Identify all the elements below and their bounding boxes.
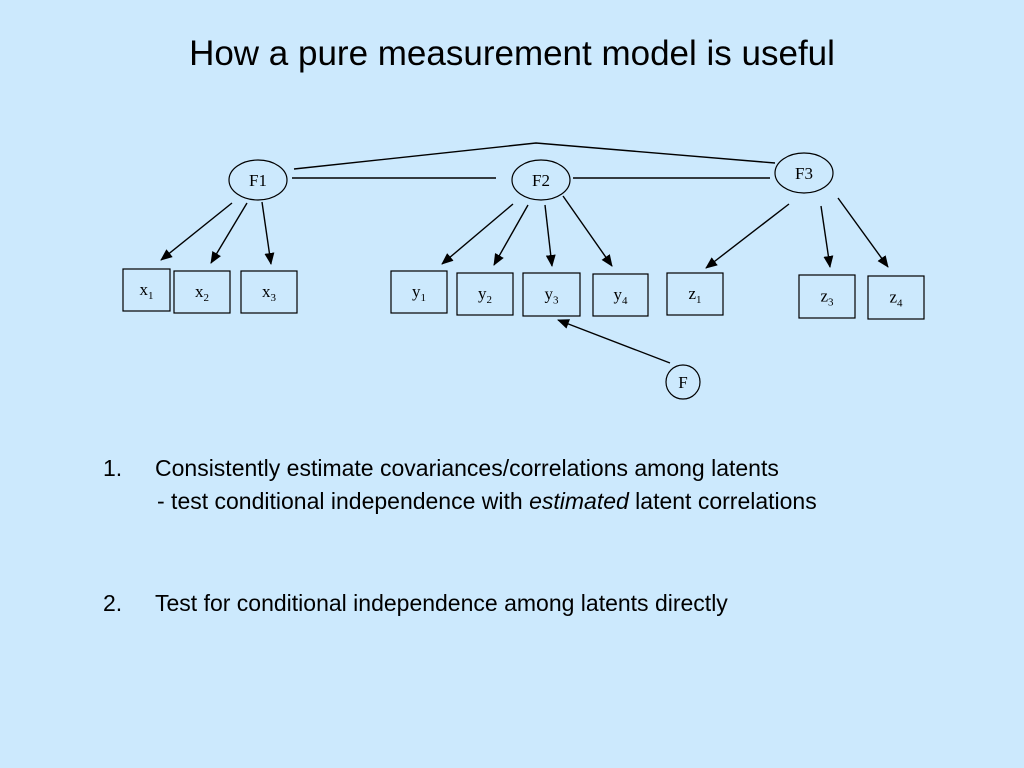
indicator-label-x2: x2 bbox=[195, 282, 209, 304]
indicator-box-x2 bbox=[173, 270, 231, 314]
bullet-list: 1. Consistently estimate covariances/cor… bbox=[103, 452, 1003, 620]
latent-ellipse-f bbox=[665, 364, 701, 400]
indicator-box-y1 bbox=[390, 270, 448, 314]
latent-ellipse-f1 bbox=[228, 159, 288, 201]
edge-f1-x2 bbox=[210, 202, 248, 264]
latent-label-f: F bbox=[678, 373, 687, 392]
latent-ellipse-f2 bbox=[511, 159, 571, 201]
indicator-node-y2: y2 bbox=[456, 272, 514, 316]
indicator-box-y4 bbox=[592, 273, 649, 317]
edge-f-y3 bbox=[557, 319, 671, 364]
indicator-box-y3 bbox=[522, 272, 581, 317]
latent-node-f: F bbox=[665, 364, 701, 400]
indicator-label-z1: z1 bbox=[688, 284, 701, 306]
slide-title: How a pure measurement model is useful bbox=[189, 34, 835, 73]
indicator-label-y3: y3 bbox=[545, 285, 560, 307]
indicator-label-z4: z4 bbox=[889, 288, 903, 310]
indicator-label-z3: z3 bbox=[820, 287, 834, 309]
latent-node-f1: F1 bbox=[228, 159, 288, 201]
edge-f1-x1 bbox=[160, 202, 233, 261]
edge-f3-z3 bbox=[820, 205, 834, 268]
latent-ellipse-f3 bbox=[774, 152, 834, 194]
indicator-node-y4: y4 bbox=[592, 273, 649, 317]
point-2-number: 2. bbox=[103, 590, 123, 616]
point-2-line-1: Test for conditional independence among … bbox=[155, 590, 728, 616]
indicator-box-z4 bbox=[867, 275, 925, 320]
indicator-box-x1 bbox=[122, 268, 171, 312]
edge-f2-y2 bbox=[493, 204, 529, 266]
point-1-line-2: - test conditional independence with est… bbox=[155, 485, 1003, 518]
point-2: 2. Test for conditional independence amo… bbox=[103, 587, 1003, 620]
indicator-node-z1: z1 bbox=[666, 272, 724, 316]
indicator-box-x3 bbox=[240, 270, 298, 314]
correlation-f1-f3 bbox=[293, 142, 776, 170]
edge-f2-y3 bbox=[544, 204, 556, 267]
latent-node-f2: F2 bbox=[511, 159, 571, 201]
point-1-line-1: Consistently estimate covariances/correl… bbox=[155, 455, 779, 481]
point-1-line-2-prefix: - test conditional independence with bbox=[157, 488, 530, 514]
latent-node-f3: F3 bbox=[774, 152, 834, 194]
indicator-node-y3: y3 bbox=[522, 272, 581, 317]
latent-label-f2: F2 bbox=[532, 171, 550, 190]
point-1: 1. Consistently estimate covariances/cor… bbox=[103, 452, 1003, 518]
edge-f2-y1 bbox=[441, 203, 514, 265]
point-1-number: 1. bbox=[103, 455, 123, 481]
indicator-label-x3: x3 bbox=[262, 282, 277, 304]
point-1-emphasis: estimated bbox=[529, 488, 629, 514]
indicator-box-z3 bbox=[798, 274, 856, 319]
edge-f1-x3 bbox=[261, 201, 275, 265]
indicator-node-x3: x3 bbox=[240, 270, 298, 314]
indicator-node-x2: x2 bbox=[173, 270, 231, 314]
indicator-node-z3: z3 bbox=[798, 274, 856, 319]
indicator-label-x1: x1 bbox=[140, 280, 154, 302]
point-1-line-2-suffix: latent correlations bbox=[628, 488, 817, 514]
latent-label-f1: F1 bbox=[249, 171, 267, 190]
edge-f3-z1 bbox=[705, 203, 790, 269]
indicator-box-z1 bbox=[666, 272, 724, 316]
indicator-label-y2: y2 bbox=[478, 284, 492, 306]
indicator-label-y1: y1 bbox=[412, 282, 426, 304]
indicator-label-y4: y4 bbox=[614, 285, 629, 307]
edge-f3-z4 bbox=[837, 197, 889, 268]
indicator-node-y1: y1 bbox=[390, 270, 448, 314]
indicator-node-z4: z4 bbox=[867, 275, 925, 320]
edge-f2-y4 bbox=[562, 195, 613, 267]
indicator-node-x1: x1 bbox=[122, 268, 171, 312]
latent-label-f3: F3 bbox=[795, 164, 813, 183]
indicator-box-y2 bbox=[456, 272, 514, 316]
